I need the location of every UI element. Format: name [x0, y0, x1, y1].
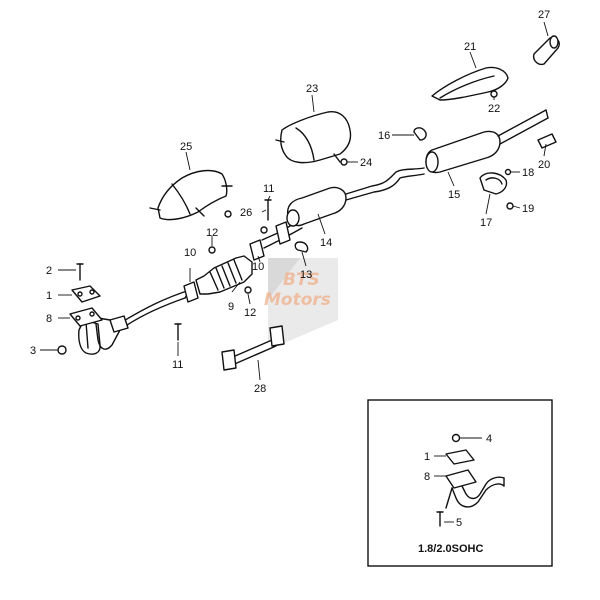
inset-front-pipe	[445, 476, 505, 509]
callout-12-lower: 12	[244, 307, 256, 319]
callout-20: 20	[538, 159, 550, 171]
callout-17: 17	[480, 217, 492, 229]
inset-nut-4	[451, 433, 461, 443]
catalytic-converter-9	[195, 255, 253, 295]
callout-11-lower: 11	[172, 359, 183, 371]
callout-13: 13	[300, 269, 312, 281]
callout-8: 8	[46, 313, 52, 325]
callout-18: 18	[522, 167, 534, 179]
nut-24	[340, 158, 348, 166]
callout-26: 26	[240, 207, 252, 219]
callout-19: 19	[522, 203, 534, 215]
callout-14: 14	[320, 237, 332, 249]
callout-21: 21	[464, 41, 476, 53]
callout-3: 3	[30, 345, 36, 357]
gasket-10-right	[249, 239, 265, 261]
nut-25	[224, 210, 232, 218]
inset-callout-8: 8	[424, 471, 430, 483]
flange-8	[69, 307, 103, 327]
inset-panel: 4 1 8 5 1.8/2.0SOHC	[367, 399, 553, 567]
gasket-10-left	[183, 281, 199, 303]
heat-shield-23	[275, 111, 352, 164]
callout-23: 23	[306, 83, 318, 95]
nut-11-upper	[260, 226, 268, 234]
nut-22	[490, 90, 498, 98]
callout-10-left: 10	[184, 247, 196, 259]
hanger-17	[479, 172, 508, 195]
inset-callout-5: 5	[456, 517, 462, 529]
rear-muffler-15	[425, 109, 549, 174]
stud-2	[76, 263, 84, 281]
nut-12-lower	[244, 286, 252, 294]
callout-2: 2	[46, 265, 52, 277]
bolt-18	[504, 168, 512, 176]
inset-callout-4: 4	[486, 433, 492, 445]
inset-callout-1: 1	[424, 451, 430, 463]
inset-bolt-5	[436, 511, 444, 527]
heat-shield-25	[149, 169, 233, 221]
callout-22: 22	[488, 103, 500, 115]
tail-pipe-tip-27	[532, 35, 560, 66]
inset-flange-8	[445, 469, 477, 489]
watermark: BTS Motors	[264, 258, 338, 350]
watermark-line2: Motors	[264, 290, 331, 310]
callout-28: 28	[254, 383, 266, 395]
leader-lines	[40, 21, 549, 381]
hanger-16	[413, 127, 427, 141]
inset-flange-1	[445, 449, 475, 465]
hanger-13	[294, 241, 309, 253]
watermark-line1: BTS	[283, 270, 320, 290]
bolt-11-lower	[174, 323, 182, 341]
callout-25: 25	[180, 141, 192, 153]
bracket-20	[537, 133, 557, 149]
nut-3	[57, 345, 67, 355]
nut-19	[506, 202, 514, 210]
pipe-28	[221, 325, 285, 371]
inset-title: 1.8/2.0SOHC	[418, 543, 483, 555]
callout-16: 16	[378, 130, 390, 142]
callout-15: 15	[448, 189, 460, 201]
center-muffler-14	[286, 167, 425, 227]
callout-11-upper: 11	[263, 183, 274, 195]
nut-12-upper	[208, 246, 216, 254]
callout-1: 1	[46, 290, 52, 302]
callouts: 2 1 8 3 9 10 10 11 11 12 12 13 14 15 16 …	[30, 9, 550, 395]
heat-shield-21	[431, 66, 509, 101]
callout-10-right: 10	[252, 261, 264, 273]
flange-gasket-1	[71, 285, 101, 303]
front-pipe	[78, 289, 191, 355]
callout-24: 24	[360, 157, 372, 169]
callout-9: 9	[228, 301, 234, 313]
callout-27: 27	[538, 9, 550, 21]
callout-12-upper: 12	[206, 227, 218, 239]
